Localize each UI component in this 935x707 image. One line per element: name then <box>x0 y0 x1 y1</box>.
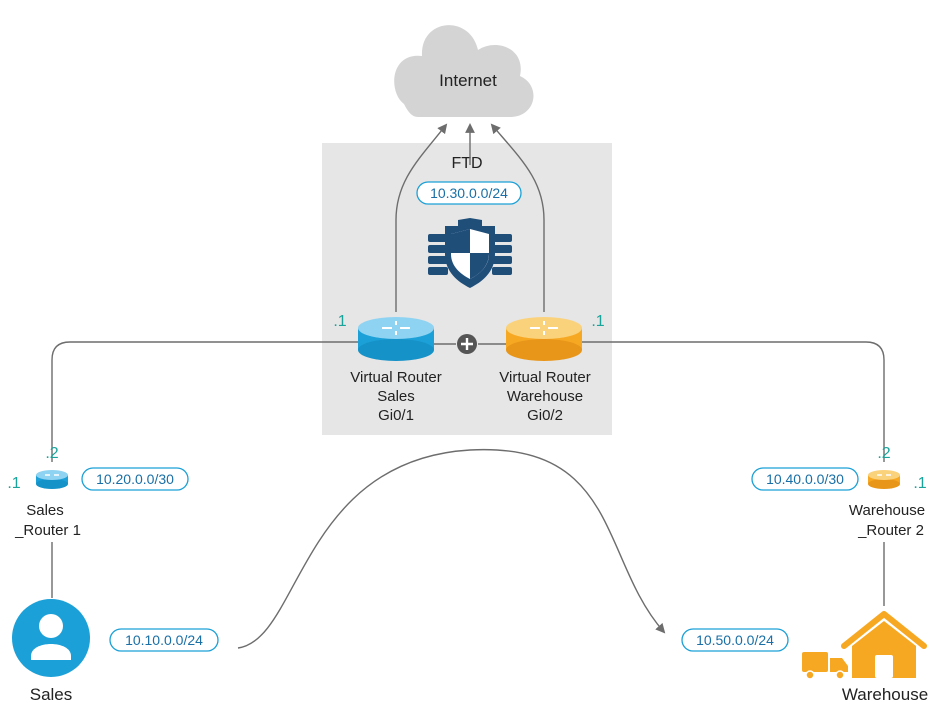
vr-warehouse-line1: Virtual Router <box>499 369 590 386</box>
vr-sales-ip-suffix: .1 <box>333 313 346 330</box>
sales-router-line2: _Router 1 <box>14 522 81 539</box>
internet-cloud-icon <box>394 25 534 117</box>
sales-subnet-badge: 10.10.0.0/24 <box>109 628 219 652</box>
warehouse-router-upper-suffix: .2 <box>877 445 890 462</box>
warehouse-router-right-suffix: .1 <box>913 475 926 492</box>
sales-vr-to-sales-router-line <box>51 341 358 462</box>
vr-sales-line2: Sales <box>377 388 415 405</box>
plus-icon <box>457 334 477 354</box>
virtual-router-sales-icon <box>358 317 434 361</box>
warehouse-vr-to-warehouse-router-line <box>582 341 885 462</box>
firewall-shield-icon <box>428 218 512 288</box>
warehouse-router-icon <box>868 470 900 489</box>
virtual-router-warehouse-icon <box>506 317 582 361</box>
sales-router-icon <box>36 470 68 489</box>
warehouse-router-subnet-badge: 10.40.0.0/30 <box>751 467 859 491</box>
sales-vr-to-internet-line <box>395 123 448 312</box>
warehouse-router-line2: _Router 2 <box>857 522 924 539</box>
delivery-truck-icon <box>802 652 848 680</box>
vr-sales-line1: Virtual Router <box>350 369 441 386</box>
warehouse-router-subnet-text: 10.40.0.0/30 <box>766 471 844 487</box>
sales-subnet-text: 10.10.0.0/24 <box>125 632 203 648</box>
vr-sales-iface: Gi0/1 <box>378 407 414 424</box>
vr-warehouse-iface: Gi0/2 <box>527 407 563 424</box>
ftd-label: FTD <box>451 155 482 172</box>
warehouse-subnet-text: 10.50.0.0/24 <box>696 632 774 648</box>
warehouse-subnet-badge: 10.50.0.0/24 <box>681 628 789 652</box>
warehouse-house-icon <box>841 611 927 678</box>
sales-router-subnet-badge: 10.20.0.0/30 <box>81 467 189 491</box>
vr-warehouse-line2: Warehouse <box>507 388 583 405</box>
sales-router-line1: Sales <box>26 502 64 519</box>
sales-label: Sales <box>30 685 73 704</box>
sales-router-subnet-text: 10.20.0.0/30 <box>96 471 174 487</box>
internet-label: Internet <box>439 71 497 90</box>
ftd-subnet-badge: 10.30.0.0/24 <box>416 181 522 205</box>
warehouse-label: Warehouse <box>842 685 928 704</box>
warehouse-router-line1: Warehouse <box>849 502 925 519</box>
sales-router-upper-suffix: .2 <box>45 445 58 462</box>
sales-user-icon <box>12 599 90 677</box>
vr-warehouse-ip-suffix: .1 <box>591 313 604 330</box>
warehouse-vr-to-internet-line <box>490 123 545 312</box>
route-leak-curve <box>237 449 666 649</box>
sales-router-left-suffix: .1 <box>7 475 20 492</box>
ftd-subnet-text: 10.30.0.0/24 <box>430 185 508 201</box>
